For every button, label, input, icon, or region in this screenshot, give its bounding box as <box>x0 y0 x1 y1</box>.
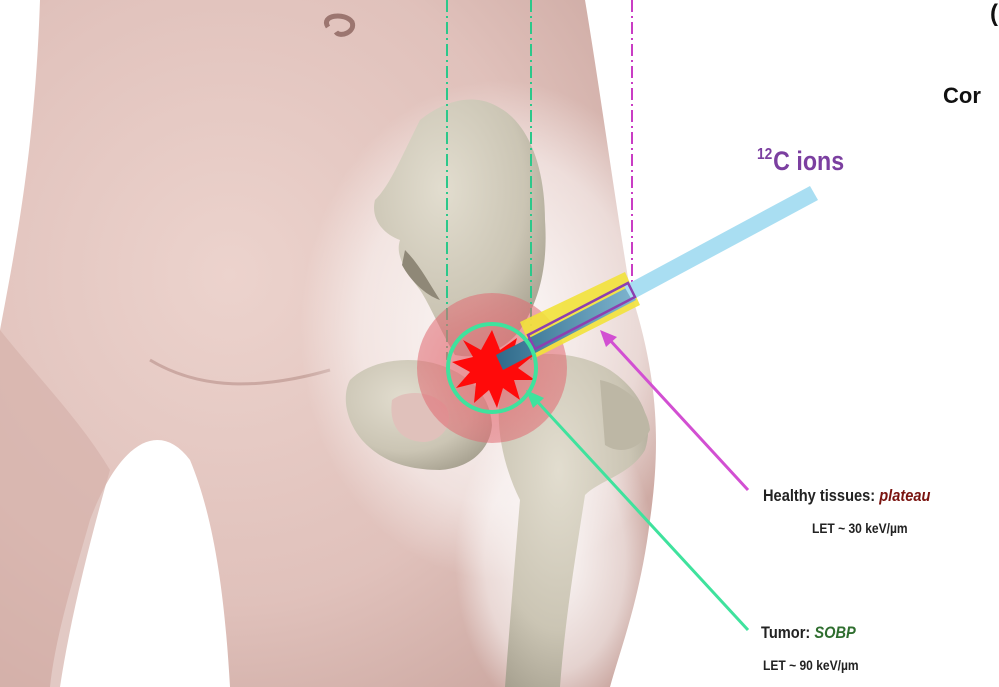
tumor-caption: Tumor: <box>761 623 810 642</box>
ion-name: C ions <box>773 146 844 176</box>
tumor-let-value: LET ~ 90 keV/µm <box>763 657 874 673</box>
header-fragment-title: Cor <box>943 83 981 109</box>
healthy-caption: Healthy tissues: <box>763 486 875 505</box>
header-fragment-top: ( <box>990 0 998 28</box>
isotope-number: 12 <box>757 146 772 163</box>
carbon-ions-label: 12C ions <box>757 146 858 177</box>
tumor-label: Tumor: SOBP <box>761 623 871 643</box>
healthy-let-value: LET ~ 30 keV/µm <box>812 520 923 536</box>
plateau-term: plateau <box>879 486 930 505</box>
sobp-term: SOBP <box>814 623 855 642</box>
healthy-tissue-label: Healthy tissues: plateau <box>763 486 958 506</box>
